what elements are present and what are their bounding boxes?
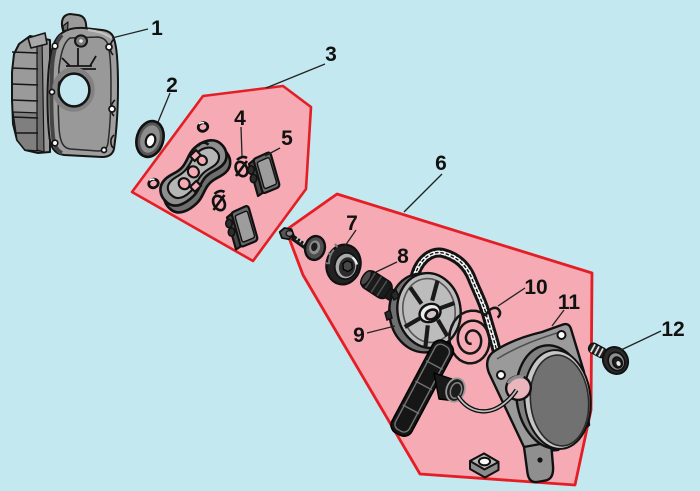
svg-text:1: 1 (151, 17, 163, 40)
svg-text:7: 7 (346, 212, 358, 235)
svg-text:3: 3 (325, 43, 337, 66)
svg-text:6: 6 (435, 152, 447, 175)
svg-text:10: 10 (524, 276, 547, 299)
svg-text:4: 4 (234, 107, 246, 130)
svg-text:12: 12 (661, 318, 684, 341)
svg-text:8: 8 (397, 245, 409, 268)
svg-text:9: 9 (353, 324, 365, 347)
svg-text:11: 11 (558, 291, 581, 314)
svg-text:5: 5 (281, 127, 293, 150)
svg-text:2: 2 (166, 74, 178, 97)
